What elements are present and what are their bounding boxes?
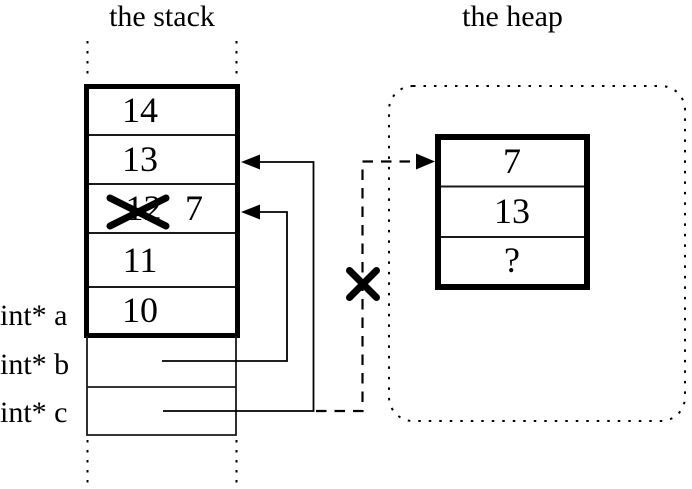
stack-cell-value-13: 13 — [122, 139, 158, 179]
stack-variable-label-c: int* c — [0, 396, 68, 429]
stack-cell-value-10: 10 — [122, 290, 158, 330]
dangling-pointer-dashed-line — [316, 160, 416, 413]
heap-title: the heap — [462, 0, 563, 33]
stack-variable-label-b: int* b — [0, 348, 70, 381]
dangling-pointer-x-icon — [346, 267, 380, 301]
dangling-pointer-arrowhead-icon — [416, 153, 435, 170]
pointer-c-arrowhead-icon — [241, 154, 260, 170]
stack-cell-new-value-7: 7 — [185, 188, 203, 228]
heap-cell-value-unknown: ? — [504, 240, 520, 280]
stack-title: the stack — [109, 0, 215, 33]
stack-cell-value-14: 14 — [122, 90, 158, 130]
stack-cell-value-11: 11 — [122, 240, 158, 280]
heap-cell-value-7: 7 — [503, 141, 521, 181]
stack-variable-label-a: int* a — [0, 299, 68, 332]
pointer-b-arrowhead-icon — [241, 204, 260, 220]
heap-cell-value-13: 13 — [494, 191, 530, 231]
stack-variable-cells-outline — [86, 336, 237, 436]
